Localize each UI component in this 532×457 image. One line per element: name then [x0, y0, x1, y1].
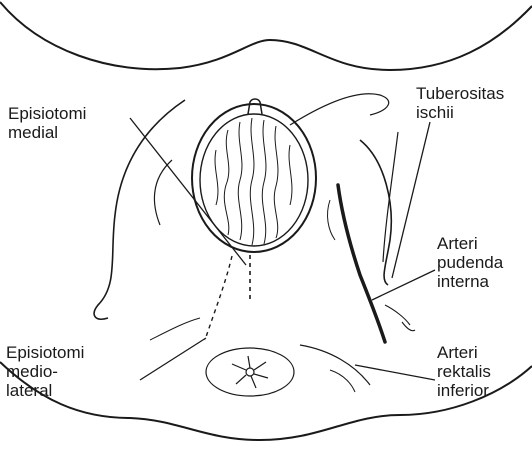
label-episiotomi-mediolateral-line2: medio- [6, 362, 84, 381]
label-arteri-rektalis-inferior: Arteri rektalis inferior [437, 343, 491, 400]
artery-branch [328, 200, 335, 240]
anal-outer [206, 348, 294, 396]
right-lateral-contour [383, 132, 398, 262]
clitoral-hood [248, 99, 262, 114]
label-episiotomi-mediolateral: Episiotomi medio- lateral [6, 343, 84, 400]
rectal-artery-branch [330, 370, 355, 392]
label-arteri-pudenda-interna-line3: interna [437, 272, 503, 291]
leader-tuberositas-ischii [392, 122, 430, 278]
left-lower-contour [150, 318, 200, 340]
label-episiotomi-mediolateral-line3: lateral [6, 381, 84, 400]
vaginal-rugae [215, 118, 292, 245]
label-tuberositas-ischii-line2: ischii [416, 103, 504, 122]
label-episiotomi-medial: Episiotomi medial [8, 104, 86, 142]
anus-icon [232, 356, 268, 388]
label-tuberositas-ischii-line1: Tuberositas [416, 84, 504, 103]
artery-small-branch [385, 305, 415, 331]
leader-arteri-pudenda-interna [372, 270, 435, 300]
mediolateral-episiotomy-line [205, 256, 232, 340]
body-outline-top [0, 2, 532, 70]
left-buttock-contour [94, 100, 185, 319]
label-tuberositas-ischii: Tuberositas ischii [416, 84, 504, 122]
label-episiotomi-medial-line1: Episiotomi [8, 104, 86, 123]
right-buttock-contour [360, 140, 391, 285]
label-episiotomi-medial-line2: medial [8, 123, 86, 142]
leader-episiotomi-mediolateral [140, 338, 206, 380]
label-arteri-rektalis-inferior-line3: inferior [437, 381, 491, 400]
leader-arteri-rektalis-inferior [355, 365, 435, 380]
internal-pudendal-artery [338, 185, 385, 342]
right-outer-contour [290, 94, 389, 125]
label-arteri-rektalis-inferior-line2: rektalis [437, 362, 491, 381]
label-arteri-pudenda-interna-line1: Arteri [437, 234, 503, 253]
rectal-artery [300, 345, 370, 385]
label-arteri-pudenda-interna-line2: pudenda [437, 253, 503, 272]
label-episiotomi-mediolateral-line1: Episiotomi [6, 343, 84, 362]
label-arteri-pudenda-interna: Arteri pudenda interna [437, 234, 503, 291]
label-arteri-rektalis-inferior-line1: Arteri [437, 343, 491, 362]
leader-episiotomi-medial [130, 118, 246, 265]
left-inner-contour [154, 160, 172, 225]
